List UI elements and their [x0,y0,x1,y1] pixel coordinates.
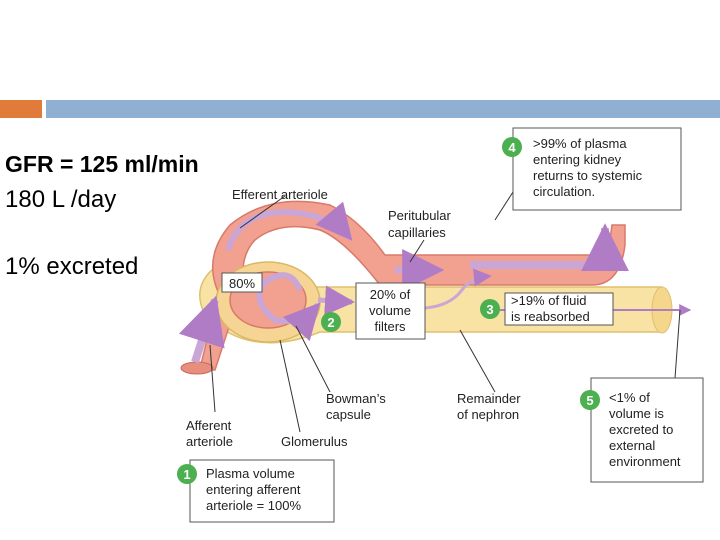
step-badge-3: 3 [480,299,500,319]
filters-line-1: 20% of [370,287,411,302]
step-badge-4: 4 [502,137,522,157]
flow-arrow-afferent [178,295,225,364]
reabsorbed-line-1: >19% of fluid [511,293,587,308]
gfr-heading: GFR = 125 ml/min [5,151,199,177]
filters-line-3: filters [374,319,406,334]
flow-arrow-glomerulus [256,272,321,342]
step-1-line-2: entering afferent [206,482,301,497]
flow-arrow-return [470,223,629,272]
bowmans-label-2: capsule [326,407,371,422]
step-badge-2: 2 [321,312,341,332]
filters-box [355,282,426,340]
step-4-line-2: entering kidney [533,152,622,167]
step-1-box [189,459,335,523]
step-5-line-2: volume is [609,406,664,421]
remainder-label-1: Remainder [457,391,521,406]
step-5-line-5: environment [609,454,681,469]
reabsorbed-box [504,292,614,326]
step-4-line-1: >99% of plasma [533,136,627,151]
flow-arrow-efferent [225,201,353,252]
peritubular-label-2: capillaries [388,225,446,240]
afferent-label-2: arteriole [186,434,233,449]
flow-arrow-reabsorb [424,268,492,310]
svg-text:1: 1 [183,467,190,482]
efferent-arteriole-label: Efferent arteriole [232,187,328,202]
svg-text:4: 4 [508,140,516,155]
step-4-box [512,127,682,211]
step-5-line-3: excreted to [609,422,673,437]
step-badge-1: 1 [177,464,197,484]
eighty-percent-box [221,272,263,293]
step-4-line-3: returns to systemic [533,168,643,183]
glomerulus-label: Glomerulus [281,434,348,449]
peritubular-label-1: Peritubular [388,208,452,223]
eighty-percent-label: 80% [229,276,255,291]
afferent-label-1: Afferent [186,418,232,433]
excreted-text: 1% excreted [5,253,139,280]
per-day-text: 180 L /day [5,186,117,213]
accent-bar-orange [0,100,42,118]
bowmans-label-1: Bowman’s [326,391,386,406]
svg-text:2: 2 [327,315,334,330]
step-5-line-1: <1% of [609,390,650,405]
step-badge-5: 5 [580,390,600,410]
step-1-line-3: arteriole = 100% [206,498,301,513]
reabsorbed-line-2: is reabsorbed [511,309,590,324]
step-5-line-4: external [609,438,655,453]
svg-text:5: 5 [586,393,593,408]
flow-arrow-filter [317,285,355,316]
remainder-label-2: of nephron [457,407,519,422]
filters-line-2: volume [369,303,411,318]
step-1-line-1: Plasma volume [206,466,295,481]
afferent-opening [180,361,214,375]
svg-text:3: 3 [486,302,493,317]
leader-lines [209,191,681,433]
step-5-box [590,377,704,483]
accent-bar-blue [46,100,720,118]
step-4-line-4: circulation. [533,184,595,199]
